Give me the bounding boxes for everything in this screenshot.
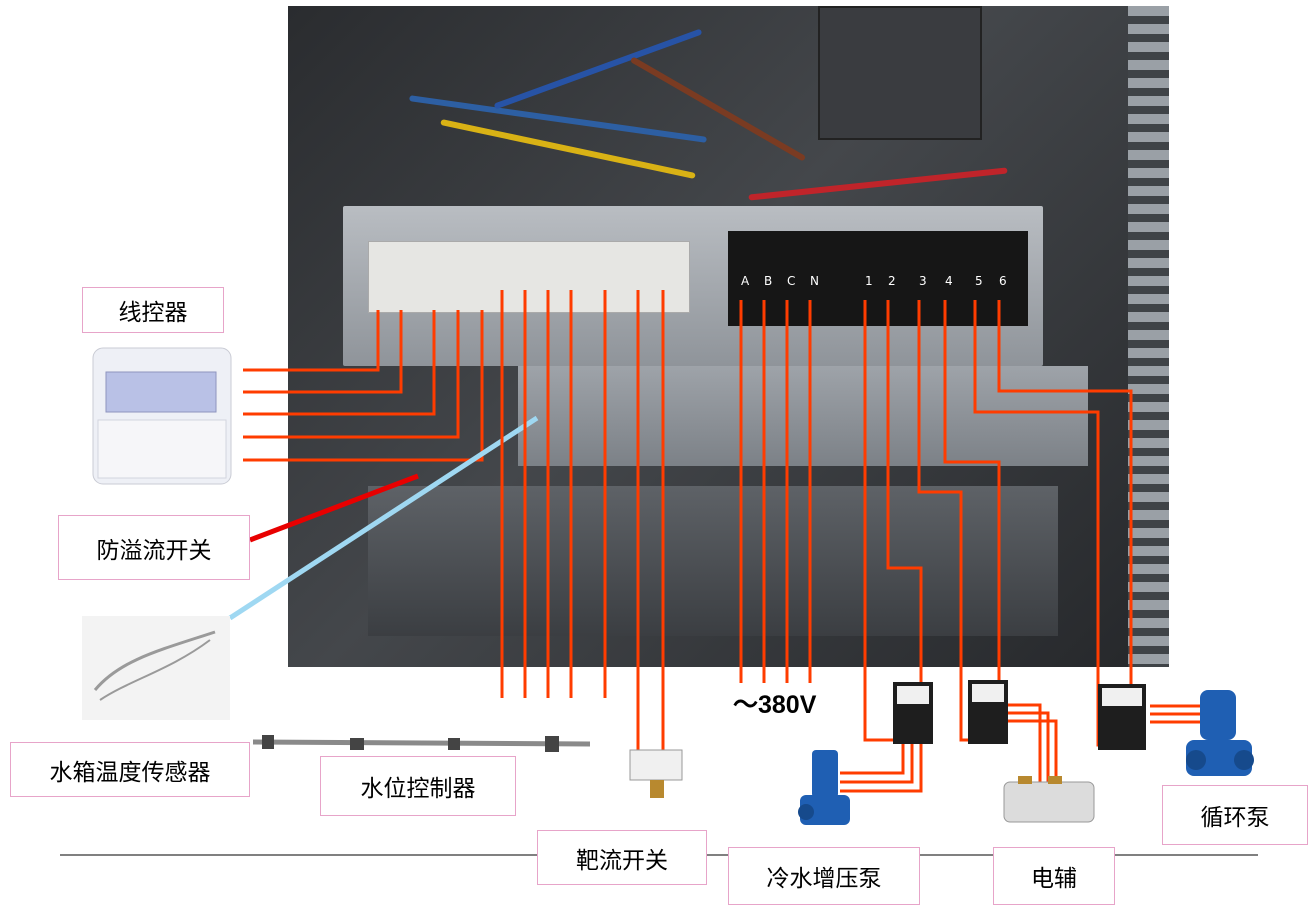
controller-wires [243,310,484,462]
mounting-plate [518,366,1088,466]
panel-contactor [818,6,982,140]
terminal-letter: 1 [865,274,873,288]
contactor-booster [893,682,933,744]
wired-controller-label: 线控器 [82,287,224,333]
target-flow-switch-label: 靶流开关 [537,830,707,885]
tank-temp-sensor-label: 水箱温度传感器 [10,742,250,797]
voltage-label: ～380V [733,691,817,719]
terminal-letter: A [741,274,750,288]
terminal-letter: C [787,274,796,288]
terminal-letter: 6 [999,274,1007,288]
water-level-controller-label: 水位控制器 [320,756,516,816]
panel-vents [1128,6,1169,667]
overflow-switch-line [249,473,419,543]
power-terminal-strip [728,231,1028,326]
power-wires [739,300,812,683]
sensor-photo [82,616,230,720]
electric-heater-label: 电辅 [993,847,1115,905]
level-controller-wires [500,290,607,698]
electric-heater-device [1003,776,1095,823]
contactor-circulation [1098,684,1146,750]
level-controller-rod [252,735,591,752]
circulation-pump-label: 循环泵 [1162,785,1308,845]
flow-switch-device [629,749,683,798]
terminal-letter: 4 [945,274,953,288]
terminal-letter: 3 [919,274,927,288]
overflow-switch-label: 防溢流开关 [58,515,250,580]
wired-controller-device [92,347,232,485]
terminal-letter: B [764,274,773,288]
sensor-line [228,415,539,621]
booster-pump-device [798,750,850,825]
circulation-pump-device [1186,690,1254,776]
signal-terminal-block [368,241,690,313]
flow-switch-wires [636,290,665,750]
terminal-letter: 5 [975,274,983,288]
terminal-letter: N [810,274,819,288]
cold-water-booster-pump-label: 冷水增压泵 [728,847,920,905]
contactor-heater [968,680,1008,744]
terminal-letter: 2 [888,274,896,288]
lower-plate [368,486,1058,636]
